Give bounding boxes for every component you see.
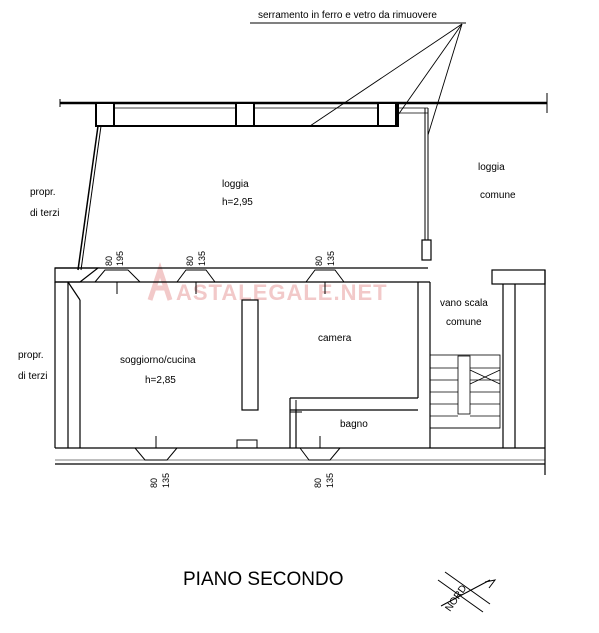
loggia-height: h=2,95 [222,197,253,208]
dim-w4-width: 80 [149,478,159,488]
loggia-comune-label: loggia [478,162,505,173]
watermark: ASTALEGALE.NET [147,262,388,305]
dim-w1-height: 195 [115,251,125,266]
window-dimensions: 80 195 80 135 80 135 80 135 80 135 [104,251,336,488]
annotation-text: serramento in ferro e vetro da rimuovere [258,10,437,21]
vano-scala-label: vano scala [440,298,488,309]
north-arrow: NORD [437,571,497,614]
soggiorno-height: h=2,85 [145,375,176,386]
loggia-label: loggia [222,179,249,190]
north-label: NORD [443,583,469,613]
annotation-leaders [250,22,466,136]
loggia-comune-label-2: comune [480,190,516,201]
soggiorno-label: soggiorno/cucina [120,355,196,366]
dim-w3-height: 135 [326,251,336,266]
camera-label: camera [318,333,352,344]
dim-w5-height: 135 [325,473,335,488]
neighbor-top-label: propr. [30,187,56,198]
vano-scala-label-2: comune [446,317,482,328]
balcony-railing [59,93,548,271]
bagno-door [290,400,302,413]
neighbor-left-label-2: di terzi [18,371,47,382]
neighbor-top-label-2: di terzi [30,208,59,219]
bagno-label: bagno [340,419,368,430]
windows [94,269,345,461]
neighbor-left-label: propr. [18,350,44,361]
watermark-text: ASTALEGALE.NET [176,280,388,305]
dim-w3-width: 80 [314,256,324,266]
dim-w2-height: 135 [197,251,207,266]
dim-w5-width: 80 [313,478,323,488]
stairs [429,354,501,429]
watermark-logo-icon [147,262,173,301]
plan-title: PIANO SECONDO [183,569,343,590]
dim-w4-height: 135 [161,473,171,488]
dim-w2-width: 80 [185,256,195,266]
dim-w1-width: 80 [104,256,114,266]
